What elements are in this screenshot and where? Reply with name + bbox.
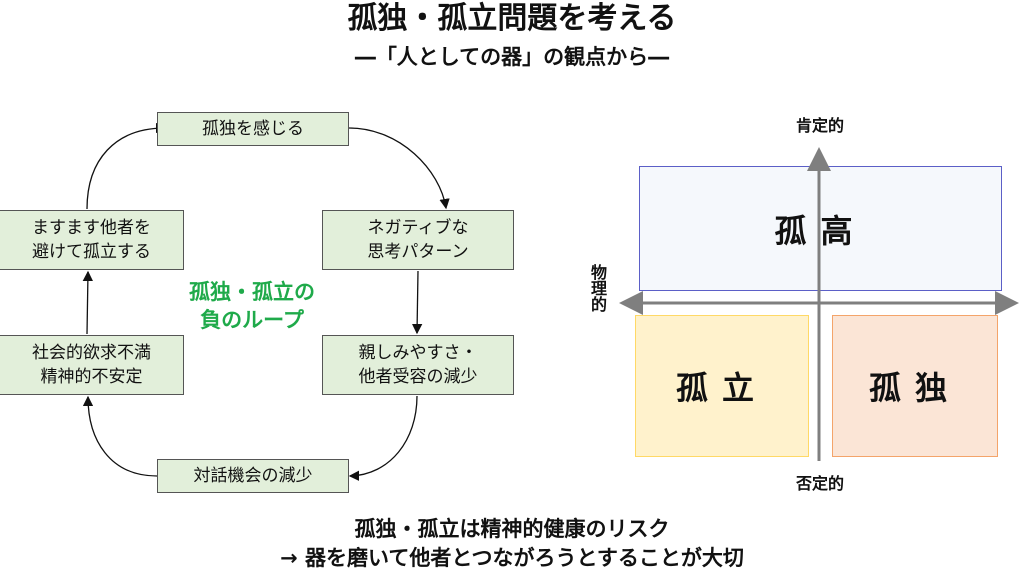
- loop-arrow-3: [348, 395, 418, 481]
- step-text: ネガティブな: [367, 218, 469, 238]
- step-text: 避けて孤立する: [32, 242, 151, 262]
- loop-step-social-frustration: 社会的欲求不満精神的不安定: [0, 335, 184, 395]
- loop-center-label: 孤独・孤立の 負のループ: [172, 278, 332, 334]
- step-text: 対話機会の減少: [193, 466, 313, 486]
- quadrant-label: 孤立: [675, 369, 768, 407]
- step-text: 社会的欲求不満: [32, 343, 151, 363]
- quadrant-kodoku: 孤独: [832, 315, 998, 457]
- loop-step-fewer-conversations: 対話機会の減少: [157, 459, 349, 493]
- loop-arrow-2: [411, 270, 423, 335]
- loop-step-negative-thinking: ネガティブな思考パターン: [322, 210, 514, 270]
- page-title: 孤独・孤立問題を考える: [347, 1, 677, 36]
- axis-label-physical: 物理的: [588, 264, 607, 312]
- loop-label-line2: 負のループ: [200, 308, 304, 332]
- conclusion-line2: → 器を磨いて他者とつながろうとすることが大切: [280, 546, 744, 570]
- axis-label-positive: 肯定的: [795, 116, 844, 135]
- page-subtitle: ―「人としての器」の観点から―: [354, 45, 670, 69]
- step-text: 精神的不安定: [40, 367, 143, 387]
- step-text: 他者受容の減少: [358, 367, 478, 387]
- loop-arrow-5: [82, 270, 94, 335]
- loop-step-reduced-acceptance: 親しみやすさ・他者受容の減少: [322, 335, 514, 395]
- loop-arrow-4: [82, 395, 158, 477]
- loop-step-feel-lonely: 孤独を感じる: [157, 112, 349, 146]
- step-text: 思考パターン: [367, 242, 469, 262]
- loop-arrow-6: [86, 122, 167, 210]
- step-text: 孤独を感じる: [202, 119, 304, 139]
- conclusion-line1: 孤独・孤立は精神的健康のリスク: [354, 517, 670, 541]
- loop-step-further-isolation: ますます他者を避けて孤立する: [0, 210, 184, 270]
- quadrant-koritsu: 孤立: [635, 315, 809, 457]
- loop-arrow-1: [348, 127, 450, 210]
- axis-label-negative: 否定的: [795, 474, 844, 493]
- step-text: 親しみやすさ・: [358, 343, 478, 363]
- step-text: ますます他者を: [32, 218, 151, 238]
- quadrant-label: 孤独: [868, 369, 961, 407]
- loop-label-line1: 孤独・孤立の: [189, 280, 315, 304]
